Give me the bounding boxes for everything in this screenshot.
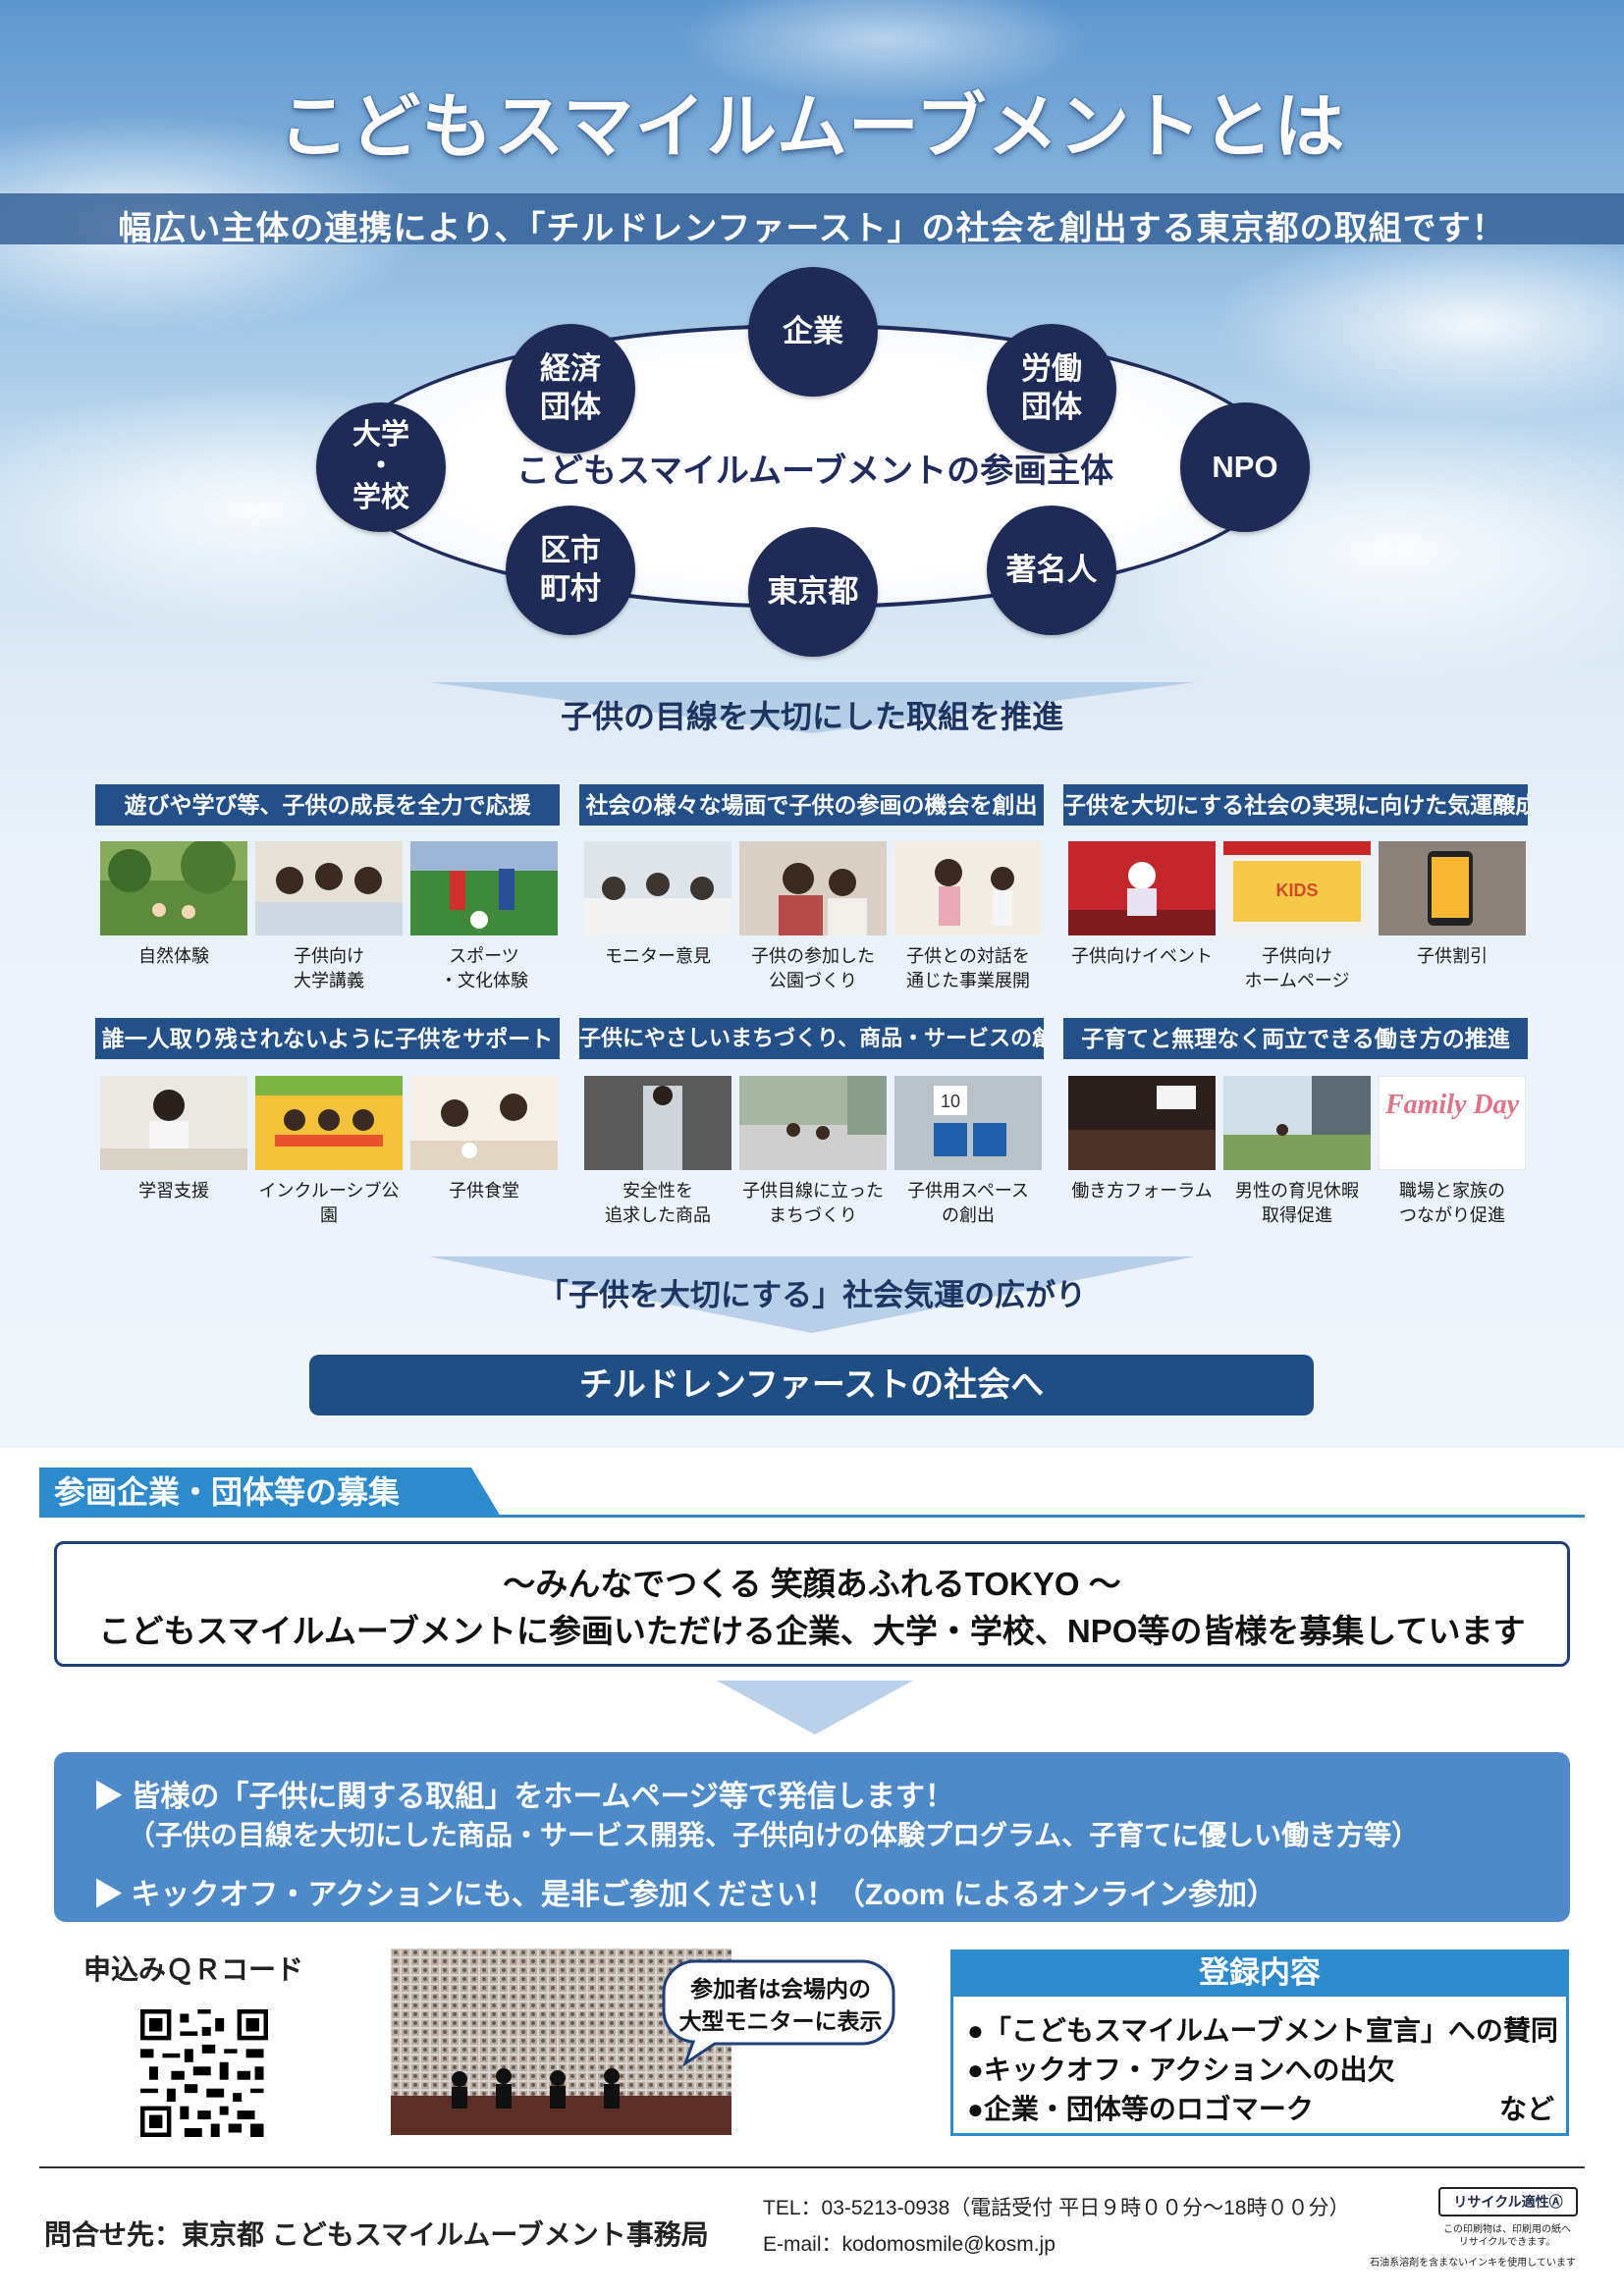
- caption-discount: 子供割引: [1417, 946, 1488, 966]
- registration-title: 登録内容: [950, 1949, 1569, 1997]
- arrow-down-3: [717, 1681, 913, 1735]
- photo-family-day: Family Day: [1379, 1076, 1526, 1170]
- photo-discount: [1379, 841, 1526, 935]
- participants-label: こどもスマイルムーブメントの参画主体: [515, 453, 1114, 490]
- caption-inclusive-park: インクルーシブ公園: [258, 1181, 400, 1226]
- contact-email[interactable]: E-mail：kodomosmile@kosm.jp: [763, 2233, 1056, 2256]
- caption-paternity: 男性の育児休暇 取得促進: [1235, 1181, 1359, 1226]
- footer-divider: [39, 2166, 1585, 2168]
- recruit-divider: [39, 1515, 1585, 1518]
- recruit-tab: 参画企業・団体等の募集: [39, 1468, 501, 1517]
- caption-forum: 働き方フォーラム: [1071, 1181, 1213, 1201]
- caption-event: 子供向けイベント: [1071, 946, 1213, 966]
- arrow-down: [429, 682, 1195, 733]
- benefit-1-detail: （子供の目線を大切にした商品・サービス開発、子供向けの体験プログラム、子育てに優…: [128, 1820, 1420, 1850]
- slogan-line-2: こどもスマイルムーブメントに参画いただける企業、大学・学校、NPO等の皆様を募集…: [98, 1613, 1526, 1649]
- node-municipalities: 区市 町村: [506, 506, 635, 635]
- recycle-note-1: この印刷物は、印刷用の紙へ: [1443, 2224, 1571, 2235]
- registration-item: ●キックオフ・アクションへの出欠: [967, 2055, 1395, 2085]
- photo-sign-number: 10: [941, 1092, 960, 1111]
- category-4-title: 誰一人取り残されないように子供をサポート: [95, 1018, 560, 1059]
- caption-sports: スポーツ ・文化体験: [440, 946, 528, 991]
- page-subtitle: 幅広い主体の連携により、「チルドレンファースト」の社会を創出する東京都の取組です…: [118, 210, 1506, 247]
- caption-cafeteria: 子供食堂: [449, 1181, 519, 1201]
- recycle-mark: リサイクル適性Ⓐ: [1438, 2187, 1578, 2216]
- photo-kids-text: KIDS: [1275, 881, 1318, 900]
- category-3-title: 子供を大切にする社会の実現に向けた気運醸成: [1063, 784, 1528, 826]
- final-banner: チルドレンファーストの社会へ: [309, 1355, 1314, 1415]
- photo-monitor: [584, 841, 731, 935]
- category-2-title: 社会の様々な場面で子供の参画の機会を創出: [579, 784, 1044, 826]
- node-companies: 企業: [748, 267, 878, 397]
- photo-inclusive-park: [255, 1076, 403, 1170]
- photo-safe-products: [584, 1076, 731, 1170]
- slogan-box: [54, 1541, 1570, 1667]
- subtitle-bar: [0, 193, 1624, 244]
- node-npo: NPO: [1180, 402, 1310, 532]
- caption-family: 職場と家族の つながり促進: [1399, 1181, 1505, 1226]
- category-1-title: 遊びや学び等、子供の成長を全力で応援: [95, 784, 560, 826]
- photo-forum: [1068, 1076, 1216, 1170]
- contact-tel[interactable]: TEL：03-5213-0938（電話受付 平日９時００分〜18時００分）: [763, 2197, 1350, 2219]
- photo-nature: [100, 841, 247, 935]
- speech-bubble: [662, 1959, 895, 2066]
- benefit-1: ▶ 皆様の「子供に関する取組」をホームページ等で発信します！: [93, 1781, 954, 1813]
- contact-office: 問合せ先：東京都 こどもスマイルムーブメント事務局: [44, 2219, 709, 2250]
- caption-town: 子供目線に立った まちづくり: [742, 1181, 884, 1226]
- photo-kids-space: 10: [894, 1076, 1042, 1170]
- registration-etc: など: [1499, 2094, 1555, 2124]
- caption-monitor: モニター意見: [605, 946, 711, 966]
- photo-kids-cafeteria: [410, 1076, 558, 1170]
- caption-homepage: 子供向け ホームページ: [1244, 946, 1350, 991]
- photo-family-day-text: Family Day: [1384, 1090, 1520, 1120]
- node-tokyo: 東京都: [748, 527, 878, 657]
- photo-sports: [410, 841, 558, 935]
- speech-bubble-text: 参加者は会場内の 大型モニターに表示: [678, 1976, 883, 2035]
- ink-note: 石油系溶剤を含まないインキを使用しています: [1370, 2258, 1576, 2269]
- registration-item: ●「こどもスマイルムーブメント宣言」への賛同: [967, 2015, 1558, 2046]
- registration-item: ●企業・団体等のロゴマーク: [967, 2094, 1314, 2124]
- caption-study: 学習支援: [138, 1181, 209, 1201]
- caption-dialogue: 子供との対話を 通じた事業展開: [906, 946, 1030, 991]
- benefit-2: ▶ キックオフ・アクションにも、是非ご参加ください！（Zoom によるオンライン…: [93, 1879, 1277, 1911]
- photo-event: [1068, 841, 1216, 935]
- node-labor-unions: 労働 団体: [987, 324, 1116, 454]
- caption-safe-products: 安全性を 追求した商品: [605, 1181, 711, 1226]
- caption-lecture: 子供向け 大学講義: [294, 946, 364, 991]
- node-universities: 大学 ・ 学校: [316, 402, 446, 532]
- photo-study: [100, 1076, 247, 1170]
- node-celebrities: 著名人: [987, 506, 1116, 635]
- spread-text: 「子供を大切にする」社会気運の広がり: [537, 1278, 1087, 1312]
- photo-town: [739, 1076, 887, 1170]
- slogan-line-1: 〜みんなでつくる 笑顔あふれるTOKYO 〜: [503, 1566, 1121, 1602]
- photo-paternity-leave: [1223, 1076, 1371, 1170]
- photo-park-planning: [739, 841, 887, 935]
- category-5-title: 子供にやさしいまちづくり、商品・サービスの創出: [579, 1018, 1044, 1059]
- promote-text: 子供の目線を大切にした取組を推進: [560, 699, 1063, 734]
- caption-kids-space: 子供用スペース の創出: [907, 1181, 1029, 1226]
- recycle-note-2: リサイクルできます。: [1458, 2237, 1556, 2248]
- benefits-box: [54, 1752, 1570, 1922]
- node-economic-orgs: 経済 団体: [506, 324, 635, 454]
- photo-lecture: [255, 841, 403, 935]
- category-6-title: 子育てと無理なく両立できる働き方の推進: [1063, 1018, 1528, 1059]
- qr-label: 申込みＱＲコード: [83, 1954, 304, 1985]
- arrow-down-2: [429, 1256, 1195, 1333]
- page-title: こどもスマイルムーブメントとは: [278, 88, 1346, 167]
- qr-code[interactable]: [140, 2009, 268, 2137]
- caption-park: 子供の参加した 公園づくり: [751, 946, 875, 991]
- photo-homepage: KIDS: [1223, 841, 1371, 935]
- caption-nature: 自然体験: [138, 946, 209, 966]
- photo-dialogue: [894, 841, 1042, 935]
